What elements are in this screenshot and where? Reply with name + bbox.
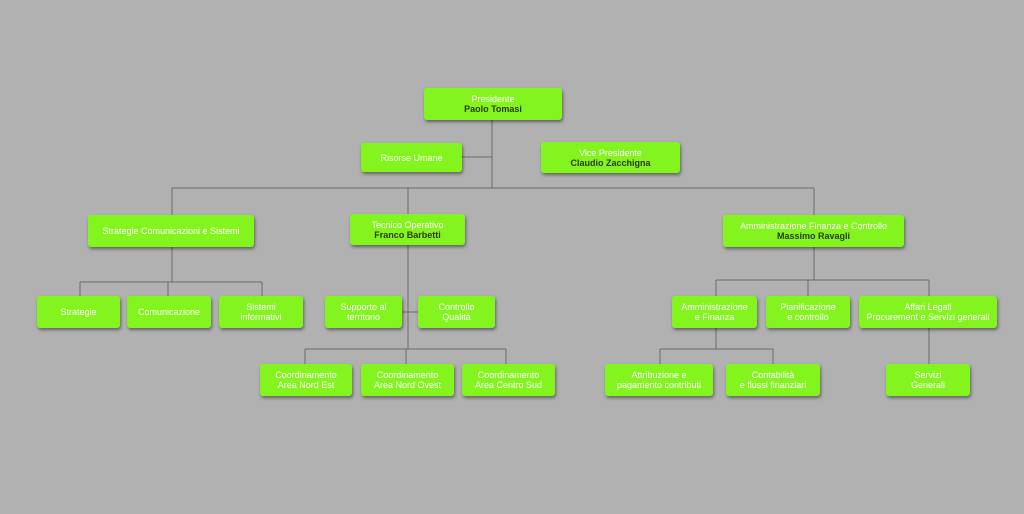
box-title: pagamento contributi <box>616 380 702 390</box>
box-affari-legali[interactable]: Affari Legali Procurement e Servizi gene… <box>859 296 997 328</box>
box-person-name: Franco Barbetti <box>374 229 441 240</box>
box-coordinamento-centro-sud[interactable]: Coordinamento Area Centro Sud <box>462 364 555 396</box>
box-controllo-qualita[interactable]: Controllo Qualità <box>418 296 495 328</box>
box-title: Coordinamento <box>477 370 540 380</box>
box-title: Presidente <box>471 94 515 104</box>
box-title: Comunicazione <box>137 307 201 317</box>
box-title: Generali <box>910 380 946 390</box>
box-strategie[interactable]: Strategie <box>37 296 120 328</box>
box-title: Vice Presidente <box>579 147 642 158</box>
box-amministrazione-finanza-controllo[interactable]: Amministrazione Finanza e Controllo Mass… <box>723 215 904 247</box>
box-title: Coordinamento <box>376 370 439 380</box>
box-person-name: Massimo Ravagli <box>776 231 851 241</box>
box-title: Affari Legali <box>904 302 952 312</box>
box-title: e Finanza <box>694 312 735 322</box>
box-person-name: Claudio Zacchigna <box>570 157 651 168</box>
box-title: Risorse Umane <box>380 152 443 163</box>
box-sistemi-informativi[interactable]: Sistemi informativi <box>219 296 303 328</box>
box-title: Amministrazione Finanza e Controllo <box>739 221 888 231</box>
box-title: Pianificazione <box>780 302 836 312</box>
box-risorse-umane[interactable]: Risorse Umane <box>361 143 462 172</box>
box-title: Supporto al <box>340 302 387 312</box>
box-title: Strategie Comunicazioni e Sistemi <box>102 226 240 236</box>
box-comunicazione[interactable]: Comunicazione <box>127 296 211 328</box>
box-title: territorio <box>346 312 380 322</box>
box-vice-presidente[interactable]: Vice Presidente Claudio Zacchigna <box>541 142 680 173</box>
box-title: Servizi <box>914 370 942 380</box>
box-title: e controllo <box>787 312 829 322</box>
box-coordinamento-nord-est[interactable]: Coordinamento Area Nord Est <box>260 364 352 396</box>
box-attribuzione-contributi[interactable]: Attribuzione e pagamento contributi <box>605 364 713 396</box>
box-tecnico-operativo[interactable]: Tecnico Operativo Franco Barbetti <box>350 214 465 245</box>
box-title: Procurement e Servizi generali <box>866 312 990 322</box>
box-title: Area Nord Ovest <box>373 380 442 390</box>
box-presidente[interactable]: Presidente Paolo Tomasi <box>424 88 562 120</box>
box-title: Attribuzione e <box>631 370 687 380</box>
box-title: Sistemi <box>246 302 276 312</box>
box-title: Area Centro Sud <box>474 380 543 390</box>
box-title: Strategie <box>60 307 97 317</box>
box-amministrazione-e-finanza[interactable]: Amministrazione e Finanza <box>672 296 757 328</box>
box-coordinamento-nord-ovest[interactable]: Coordinamento Area Nord Ovest <box>361 364 454 396</box>
box-title: Amministrazione <box>681 302 748 312</box>
box-strategie-comunicazioni-sistemi[interactable]: Strategie Comunicazioni e Sistemi <box>88 215 254 247</box>
box-title: Qualità <box>442 312 471 322</box>
box-title: Contabilità <box>751 370 795 380</box>
box-title: e flussi finanziari <box>739 380 807 390</box>
box-supporto-territorio[interactable]: Supporto al territorio <box>325 296 402 328</box>
box-title: Controllo <box>438 302 475 312</box>
box-pianificazione-controllo[interactable]: Pianificazione e controllo <box>766 296 850 328</box>
box-person-name: Paolo Tomasi <box>464 104 522 114</box>
box-contabilita-flussi[interactable]: Contabilità e flussi finanziari <box>726 364 820 396</box>
box-servizi-generali[interactable]: Servizi Generali <box>886 364 970 396</box>
box-title: informativi <box>240 312 282 322</box>
box-title: Coordinamento <box>275 370 337 380</box>
box-title: Tecnico Operativo <box>371 219 444 230</box>
box-title: Area Nord Est <box>277 380 335 390</box>
